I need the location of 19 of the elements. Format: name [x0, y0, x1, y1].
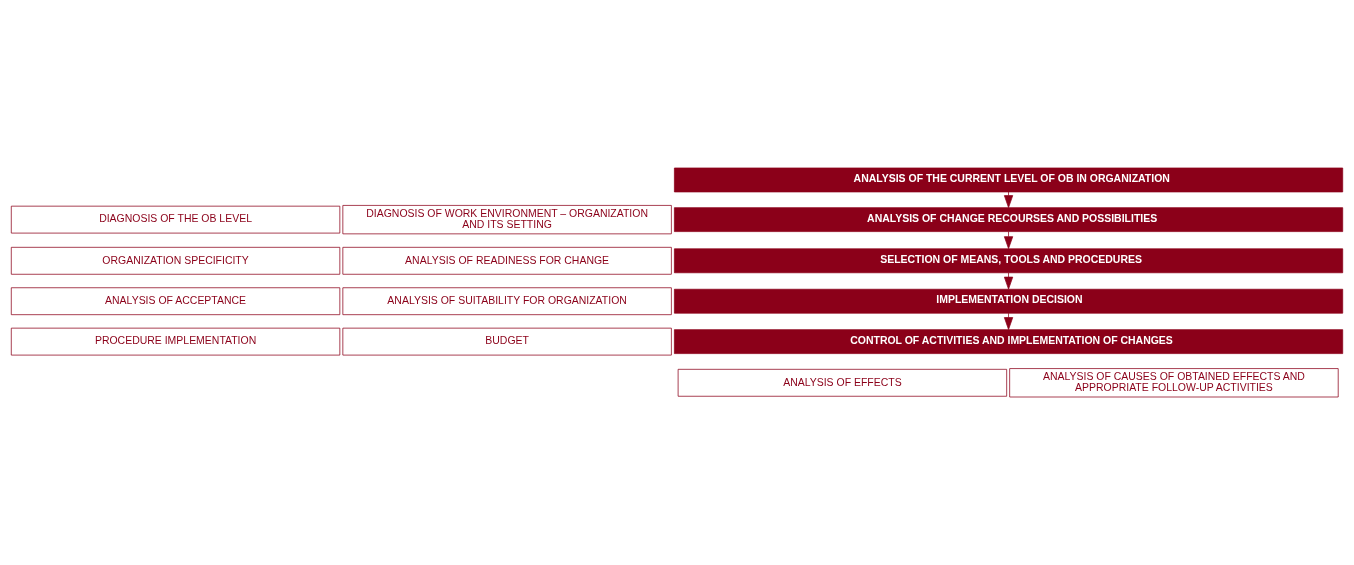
node-box: ANALYSIS OF CAUSES OF OBTAINED EFFECTS AND APPROPRIATE FOLLOW-UP ACTIVITIES	[1009, 368, 1339, 398]
node-box: BUDGET	[342, 327, 672, 356]
node-box: ANALYSIS OF SUITABILITY FOR ORGANIZATION	[342, 287, 672, 316]
node-box: ORGANIZATION SPECIFICITY	[10, 246, 341, 275]
node-box: SELECTION OF MEANS, TOOLS AND PROCEDURES	[674, 248, 1344, 274]
node-box: ANALYSIS OF CHANGE RECOURSES AND POSSIBILITIES	[674, 207, 1344, 232]
node-box: ANALYSIS OF READINESS FOR CHANGE	[342, 246, 672, 275]
node-box: ANALYSIS OF THE CURRENT LEVEL OF OB IN ORGANIZATION	[674, 167, 1344, 193]
arrow	[1003, 191, 1014, 208]
arrow	[1003, 231, 1014, 249]
node-box: IMPLEMENTATION DECISION	[674, 288, 1344, 314]
node-box: ANALYSIS OF EFFECTS	[677, 368, 1008, 397]
arrow	[1003, 272, 1014, 290]
node-box: DIAGNOSIS OF WORK ENVIRONMENT – ORGANIZATION AND ITS SETTING	[342, 205, 672, 235]
node-box: PROCEDURE IMPLEMENTATION	[10, 327, 341, 356]
arrow	[1003, 312, 1014, 330]
node-box: DIAGNOSIS OF THE OB LEVEL	[10, 205, 341, 234]
node-box: CONTROL OF ACTIVITIES AND IMPLEMENTATION OF CHANGES	[674, 329, 1344, 354]
node-box: ANALYSIS OF ACCEPTANCE	[10, 287, 341, 316]
